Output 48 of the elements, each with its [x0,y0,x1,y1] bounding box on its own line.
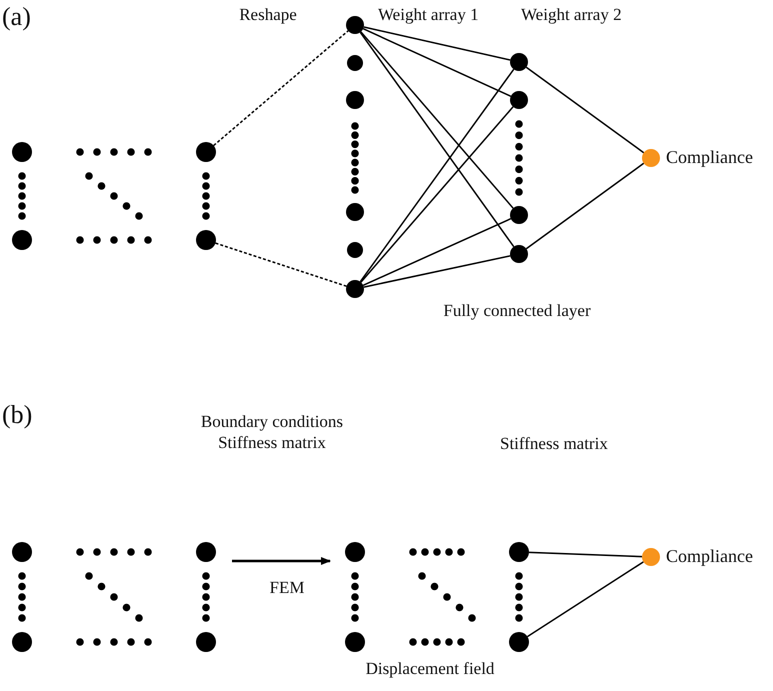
connection-line [360,32,514,248]
neuron-dot [347,242,363,258]
connection-line [362,218,512,286]
matrix-label: Boundary conditions Stiffness matrix [200,411,344,453]
connection-line [360,31,514,209]
connection-line [360,106,514,283]
connection-line [527,561,644,638]
neuron-dot [347,55,363,71]
matrix-entry-dot [509,632,529,652]
connection-line [362,28,512,97]
connection-line [526,162,644,250]
matrix-label: Displacement field [366,658,494,679]
matrix-entry-dot [196,542,216,562]
output-label: Compliance [666,147,753,168]
dashed-line [213,30,349,146]
neuron-dot [346,91,364,109]
neuron-dot [510,91,528,109]
matrix-entry-dot [345,542,365,562]
matrix-label: Stiffness matrix [500,433,608,454]
matrix-entry-dot [12,632,32,652]
connection-line [528,552,642,558]
matrix-entry-dot [12,142,32,162]
neuron-dot [510,53,528,71]
matrix-entry-dot [12,542,32,562]
layer-label: Fully connected layer [443,300,591,321]
connection-line [364,26,510,61]
neuron-dot [346,280,364,298]
column-label: Weight array 2 [521,4,622,25]
neuron-dot [510,245,528,263]
matrix-entry-dot [196,230,216,250]
output-label: Compliance [666,546,753,567]
matrix-entry-dot [345,632,365,652]
dashed-line [215,242,347,287]
matrix-entry-dot [12,230,32,250]
column-label: Weight array 1 [378,4,479,25]
matrix-entry-dot [196,142,216,162]
step-label: Reshape [239,4,297,25]
matrix-entry-dot [509,542,529,562]
matrix-entry-dot [196,632,216,652]
panel-label: (a) [2,2,31,32]
neuron-dot [510,206,528,224]
connection-line [526,66,644,154]
panel-label: (b) [2,400,32,430]
neuron-dot [346,16,364,34]
connection-line [364,255,510,288]
neuron-dot [346,203,364,221]
connection-line [360,68,514,282]
arrow-label: FEM [270,577,304,598]
